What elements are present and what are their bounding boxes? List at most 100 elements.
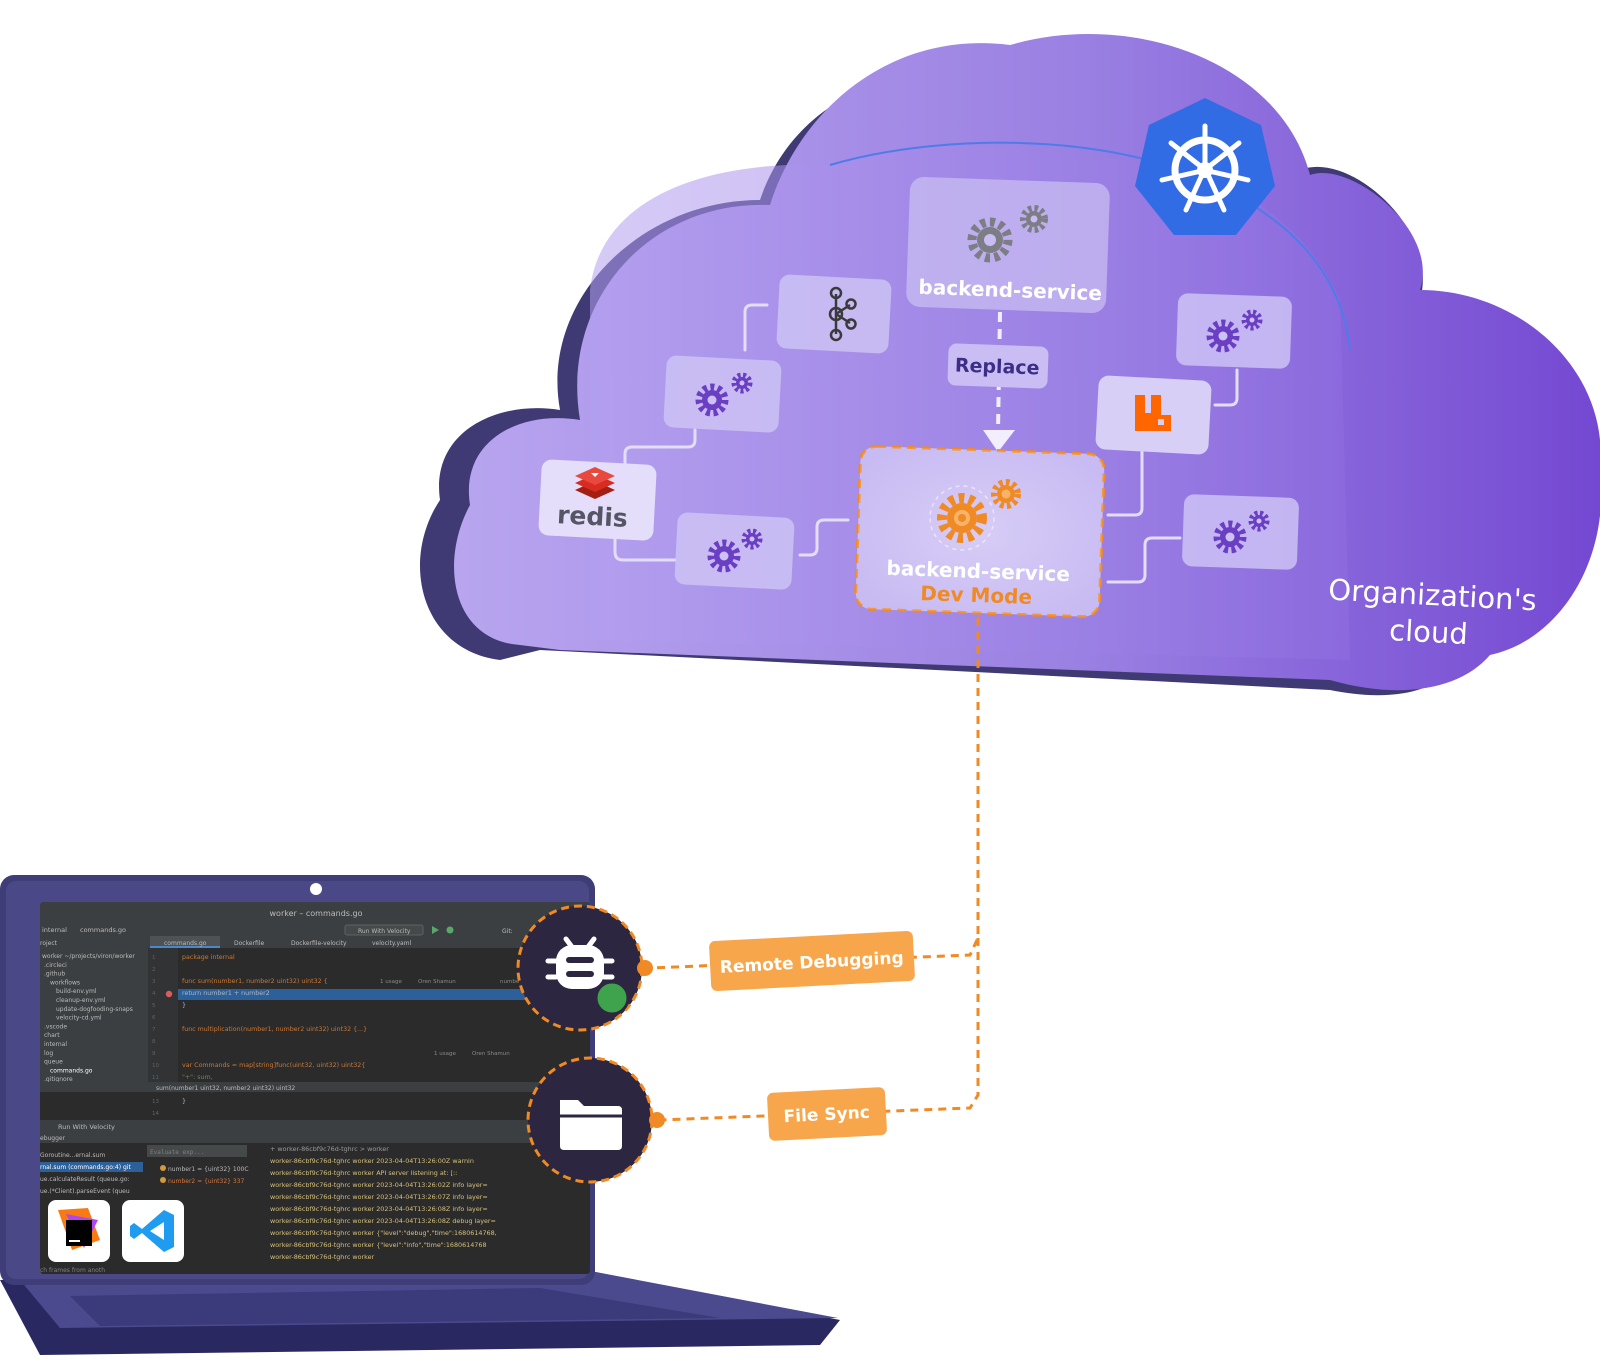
tree-item: commands.go bbox=[50, 1067, 93, 1074]
svg-text:Git:: Git: bbox=[502, 928, 513, 935]
vscode-icon bbox=[122, 1200, 184, 1262]
line-number: 3 bbox=[152, 979, 156, 985]
tree-item: .vscode bbox=[44, 1023, 67, 1030]
tree-item: queue bbox=[44, 1059, 63, 1066]
replace-label: Replace bbox=[947, 343, 1049, 389]
log-line: worker-86cbf9c76d-tghrc worker 2023-04-0… bbox=[270, 1181, 488, 1189]
code-line: var Commands = map[string]func(uint32, u… bbox=[182, 1062, 365, 1069]
redis-icon bbox=[575, 467, 615, 499]
run-icon[interactable] bbox=[432, 926, 439, 934]
backend-service-node: backend-service bbox=[906, 177, 1110, 313]
gear-icon bbox=[731, 372, 753, 394]
gear-icon bbox=[967, 217, 1013, 263]
log-line: worker-86cbf9c76d-tghrc worker {"level":… bbox=[270, 1229, 497, 1237]
file-sync-label: File Sync bbox=[767, 1087, 887, 1141]
svg-text:Oren Shamun: Oren Shamun bbox=[472, 1051, 510, 1057]
gear-icon bbox=[1213, 520, 1247, 554]
dev-mode-label: Dev Mode bbox=[920, 581, 1032, 609]
redis-node: redis bbox=[538, 459, 657, 541]
line-number: 14 bbox=[152, 1111, 159, 1117]
gear-icon bbox=[991, 479, 1021, 509]
breakpoint-icon[interactable] bbox=[165, 990, 173, 998]
file-sync-circle bbox=[526, 1056, 665, 1184]
code-line: return number1 + number2 bbox=[182, 990, 270, 997]
svg-text:sum(number1 uint32, number2 ui: sum(number1 uint32, number2 uint32) uint… bbox=[156, 1085, 295, 1092]
svg-text:Oren Shamun: Oren Shamun bbox=[418, 979, 456, 985]
tab-dockerfile-velocity[interactable]: Dockerfile-velocity bbox=[291, 940, 347, 947]
svg-text:ch frames from anoth: ch frames from anoth bbox=[40, 1267, 105, 1274]
line-number: 11 bbox=[152, 1075, 159, 1081]
debug-icon[interactable] bbox=[446, 926, 454, 934]
gear-icon bbox=[741, 528, 763, 550]
variable-row: number1 = {uint32} 100C bbox=[168, 1166, 249, 1173]
line-number: 4 bbox=[152, 991, 156, 997]
line-number: 8 bbox=[152, 1039, 156, 1045]
service-node bbox=[674, 512, 795, 590]
tree-item: update-dogfooding-snaps bbox=[56, 1006, 133, 1013]
stack-frame: Goroutine...ernal.sum bbox=[40, 1152, 105, 1159]
tree-item: worker ~/projects/viron/worker bbox=[42, 953, 135, 960]
tree-item: build-env.yml bbox=[56, 988, 97, 995]
svg-text:Run With Velocity: Run With Velocity bbox=[358, 928, 411, 935]
line-number: 7 bbox=[152, 1027, 156, 1033]
project-tree: worker ~/projects/viron/worker.circleci.… bbox=[42, 953, 135, 1083]
tree-item: cleanup-env.yml bbox=[56, 997, 106, 1004]
service-node bbox=[1182, 494, 1299, 570]
tree-item: log bbox=[44, 1050, 53, 1057]
line-number: 10 bbox=[152, 1063, 159, 1069]
run-config-dropdown[interactable] bbox=[344, 924, 424, 936]
kafka-icon bbox=[828, 286, 857, 342]
svg-text:roject: roject bbox=[40, 940, 58, 947]
gear-icon bbox=[695, 383, 729, 417]
svg-text:commands.go: commands.go bbox=[80, 926, 126, 934]
status-dot bbox=[594, 980, 630, 1016]
code-line: } bbox=[182, 1002, 186, 1009]
tree-item: .github bbox=[44, 971, 65, 978]
gear-icon bbox=[937, 493, 987, 543]
code-line: package internal bbox=[182, 954, 235, 961]
run-with-velocity-tab[interactable]: Run With Velocity bbox=[58, 1123, 115, 1131]
gear-icon bbox=[1248, 510, 1270, 532]
ide-title: worker – commands.go bbox=[270, 909, 363, 918]
console-logs: + worker-86cbf9c76d-tghrc > workerworker… bbox=[270, 1145, 497, 1261]
organization-cloud-label-2: cloud bbox=[1388, 613, 1468, 651]
gear-icon bbox=[707, 539, 741, 573]
rabbitmq-icon bbox=[1135, 395, 1171, 431]
svg-text:Replace: Replace bbox=[955, 355, 1040, 380]
line-number: 13 bbox=[152, 1099, 159, 1105]
connector-dot bbox=[637, 960, 653, 976]
line-number: 5 bbox=[152, 1003, 156, 1009]
line-number: 6 bbox=[152, 1015, 156, 1021]
dev-mode-service-node: backend-service Dev Mode bbox=[854, 444, 1106, 619]
log-line: worker-86cbf9c76d-tghrc worker API serve… bbox=[270, 1169, 457, 1177]
line-number: 1 bbox=[152, 955, 156, 961]
tab-velocity-yaml[interactable]: velocity.yaml bbox=[372, 940, 412, 947]
log-line: worker-86cbf9c76d-tghrc worker 2023-04-0… bbox=[270, 1157, 474, 1165]
log-line: worker-86cbf9c76d-tghrc worker 2023-04-0… bbox=[270, 1217, 496, 1225]
code-line: "+": sum, bbox=[182, 1074, 213, 1081]
tree-item: velocity-cd.yml bbox=[56, 1015, 102, 1022]
folder-icon bbox=[560, 1100, 622, 1150]
dev-connection-lines bbox=[649, 618, 980, 1122]
svg-text:1 usage: 1 usage bbox=[380, 979, 402, 985]
variable-row: number2 = {uint32} 337 bbox=[168, 1178, 245, 1185]
log-line: worker-86cbf9c76d-tghrc worker 2023-04-0… bbox=[270, 1193, 488, 1201]
code-line: } bbox=[182, 1098, 186, 1105]
tab-dockerfile[interactable]: Dockerfile bbox=[234, 940, 264, 947]
svg-text:internal: internal bbox=[42, 926, 67, 934]
kubernetes-icon bbox=[1135, 98, 1275, 235]
stack-frame: rnal.sum (commands.go:4) git bbox=[40, 1164, 131, 1171]
tree-item: chart bbox=[44, 1032, 60, 1039]
laptop-camera bbox=[310, 883, 322, 895]
debug-variables: number1 = {uint32} 100C number2 = {uint32… bbox=[168, 1166, 249, 1185]
jetbrains-icon bbox=[48, 1200, 110, 1262]
kafka-node bbox=[776, 274, 892, 354]
code-line: func multiplication(number1, number2 uin… bbox=[182, 1026, 367, 1033]
tree-item: internal bbox=[44, 1041, 67, 1048]
evaluate-expression-input[interactable]: Evaluate exp... bbox=[150, 1149, 204, 1156]
tab-commands-go[interactable]: commands.go bbox=[164, 940, 207, 947]
gear-icon bbox=[1241, 309, 1263, 331]
debug-frames: Goroutine...ernal.sum rnal.sum (commands.… bbox=[40, 1152, 131, 1195]
log-line: worker-86cbf9c76d-tghrc worker {"level":… bbox=[270, 1241, 487, 1249]
